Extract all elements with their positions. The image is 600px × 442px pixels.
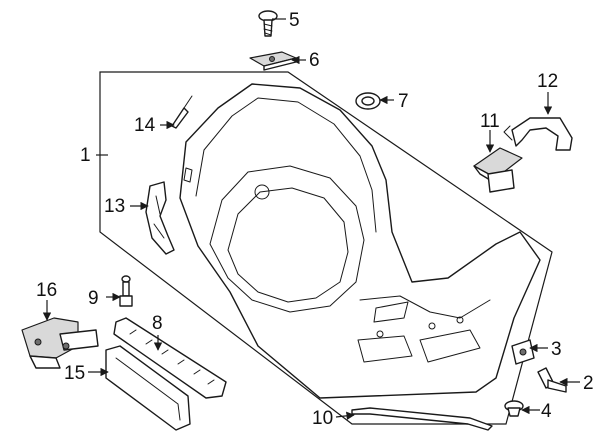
callout-14: 14	[134, 115, 156, 136]
clip-nut-part	[249, 51, 297, 71]
retainer-part	[511, 339, 535, 365]
callout-8: 8	[152, 313, 163, 334]
assembly-frame	[99, 71, 553, 425]
side-bracket-part	[145, 181, 175, 255]
callout-15: 15	[64, 363, 85, 384]
callout-13: 13	[104, 196, 125, 217]
push-pin-part	[119, 275, 133, 307]
grommet-part	[355, 92, 381, 110]
bumper-cover	[179, 83, 541, 399]
callout-11: 11	[480, 111, 500, 132]
callout-12: 12	[537, 71, 558, 92]
lower-trim-strip-part	[351, 407, 493, 431]
callout-2: 2	[583, 373, 594, 394]
callout-5: 5	[289, 10, 300, 31]
screw-part	[258, 10, 278, 37]
callout-1: 1	[80, 145, 91, 166]
callout-4: 4	[541, 401, 552, 422]
callout-16: 16	[36, 280, 57, 301]
sensor-part	[473, 147, 523, 193]
callout-7: 7	[398, 91, 409, 112]
callout-9: 9	[88, 288, 99, 309]
guide-pin-part	[171, 95, 193, 129]
rivet-part	[504, 400, 524, 417]
callout-3: 3	[551, 339, 562, 360]
callout-10: 10	[312, 408, 333, 429]
reinforcement-bar-part	[113, 317, 227, 399]
license-plate-bracket-part	[105, 345, 191, 431]
callout-6: 6	[309, 50, 320, 71]
mount-bracket-part	[21, 317, 99, 369]
leader-10	[335, 411, 355, 421]
bolt-part	[537, 367, 567, 393]
sensor-bracket-part	[503, 117, 573, 151]
